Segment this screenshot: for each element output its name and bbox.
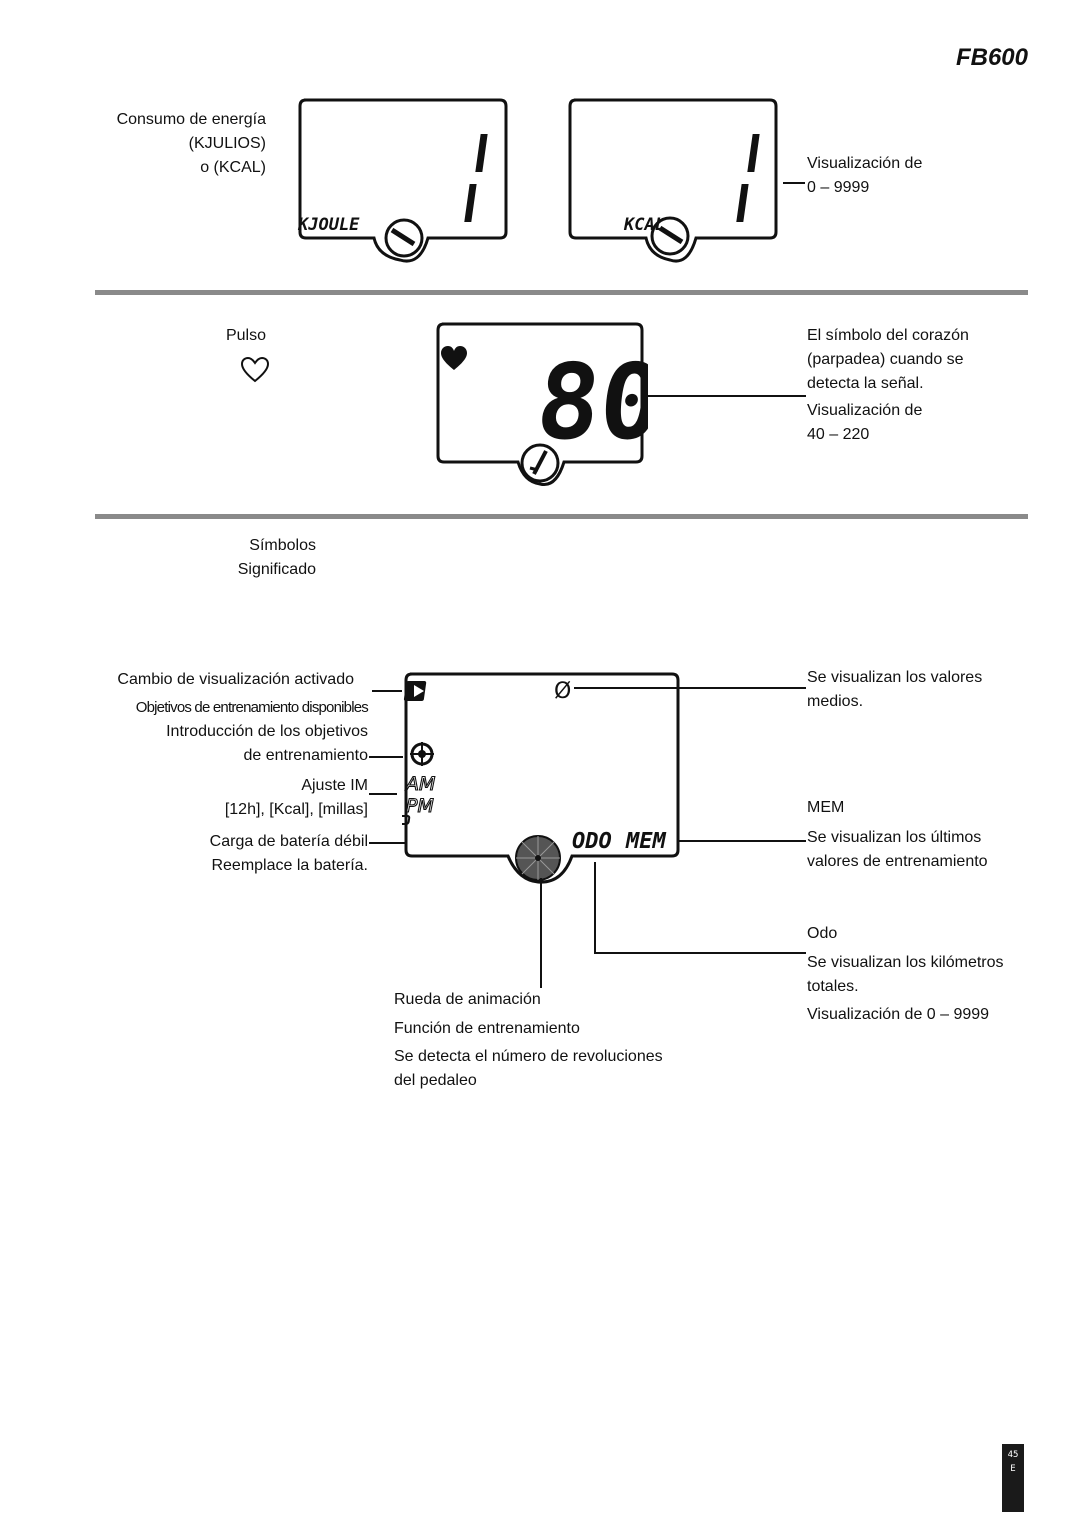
mem-line: valores de entrenamiento [807, 853, 988, 870]
odo-pointer-vertical [594, 862, 596, 954]
odo-line: Se visualizan los kilómetros [807, 954, 1004, 971]
page-language: E [1010, 1464, 1016, 1474]
target-icon [410, 742, 434, 766]
pulse-range-line: Visualización de [807, 402, 923, 419]
energy-pointer-line [783, 182, 805, 184]
pulse-range: Visualización de 40 – 220 [807, 399, 922, 447]
targets-input-line: de entrenamiento [243, 747, 368, 764]
im-setting-line: Ajuste IM [301, 777, 368, 794]
energy-range-line: Visualización de [807, 155, 923, 172]
mem-line: Se visualizan los últimos [807, 829, 982, 846]
wheel-pointer [540, 878, 542, 988]
lcd-pulse-value: 80 [531, 341, 648, 463]
pulse-description-line: (parpadea) cuando se [807, 351, 964, 368]
page-number: 45 [1007, 1450, 1019, 1460]
rpm-description: Se detecta el número de revoluciones del… [394, 1045, 663, 1093]
heart-filled-icon [441, 346, 467, 370]
animation-wheel-icon [515, 835, 561, 881]
average-line: medios. [807, 693, 864, 710]
im-setting-label: Ajuste IM [12h], [Kcal], [millas] [68, 774, 368, 822]
symbols-column-title: Símbolos [249, 537, 316, 554]
average-line: Se visualizan los valores [807, 669, 983, 686]
model-title: FB600 [955, 44, 1028, 71]
odo-description: Se visualizan los kilómetros totales. [807, 951, 1004, 999]
odo-line: totales. [807, 978, 859, 995]
energy-label-line: o (KCAL) [200, 159, 266, 176]
lcd-symbols-display: AM PM Ø ODO MEM [402, 672, 680, 884]
battery-line: Carga de batería débil [209, 833, 368, 850]
pulse-description-line: El símbolo del corazón [807, 327, 969, 344]
rpm-line: del pedaleo [394, 1072, 477, 1089]
section-divider [95, 514, 1028, 519]
display-change-label: Cambio de visualización activado [117, 671, 354, 688]
pulse-description-line: detecta la señal. [807, 375, 924, 392]
meaning-column-title: Significado [237, 561, 316, 578]
odo-pointer-horizontal [594, 952, 806, 954]
im-setting-pointer [369, 793, 397, 795]
energy-range-line: 0 – 9999 [807, 179, 870, 196]
mem-description: Se visualizan los últimos valores de ent… [807, 826, 988, 874]
odo-title: Odo [807, 925, 838, 942]
lcd-pm-text: PM [406, 795, 434, 817]
lcd-unit-kcal: KCAL [623, 215, 665, 235]
battery-line: Reemplace la batería. [211, 857, 368, 874]
battery-pointer [369, 842, 405, 844]
page-number-tab: 45 E [1002, 1444, 1024, 1512]
battery-label: Carga de batería débil Reemplace la bate… [68, 830, 368, 878]
odo-range: Visualización de 0 – 9999 [807, 1006, 990, 1023]
average-description: Se visualizan los valores medios. [807, 666, 982, 714]
pulse-range-line: 40 – 220 [807, 426, 870, 443]
lcd-am-text: AM [404, 773, 435, 795]
energy-range: Visualización de 0 – 9999 [807, 152, 922, 200]
mem-title: MEM [807, 799, 845, 816]
pulse-label: Pulso [225, 327, 266, 344]
wheel-label: Rueda de animación [394, 991, 541, 1008]
average-symbol-icon: Ø [554, 679, 571, 704]
heart-outline-icon [240, 356, 270, 383]
lcd-odo-text: ODO [572, 829, 612, 854]
lcd-kjoule-display: KJOULE [297, 98, 508, 263]
display-change-pointer [372, 690, 402, 692]
energy-label-line: Consumo de energía [116, 111, 266, 128]
lcd-mem-text: MEM [625, 829, 666, 854]
pulse-pointer-line [648, 395, 806, 397]
training-function-label: Función de entrenamiento [394, 1020, 580, 1037]
lcd-unit-kjoule: KJOULE [297, 215, 360, 235]
targets-input-label: Introducción de los objetivos de entrena… [68, 720, 368, 768]
targets-pointer [369, 756, 403, 758]
im-setting-line: [12h], [Kcal], [millas] [224, 801, 368, 818]
targets-input-line: Introducción de los objetivos [166, 723, 368, 740]
section-divider [95, 290, 1028, 295]
rpm-line: Se detecta el número de revoluciones [394, 1048, 663, 1065]
average-pointer [574, 687, 806, 689]
symbols-header: Símbolos Significado [116, 534, 316, 582]
display-change-icon [403, 681, 427, 701]
lcd-pulse-display: 80 [436, 322, 648, 487]
pulse-description: El símbolo del corazón (parpadea) cuando… [807, 324, 969, 396]
energy-label: Consumo de energía (KJULIOS) o (KCAL) [46, 108, 266, 180]
targets-available-label: Objetivos de entrenamiento disponibles [135, 699, 369, 716]
energy-label-line: (KJULIOS) [188, 135, 266, 152]
battery-icon [402, 815, 411, 825]
mem-pointer [678, 840, 806, 842]
lcd-kcal-display: KCAL [568, 98, 778, 263]
